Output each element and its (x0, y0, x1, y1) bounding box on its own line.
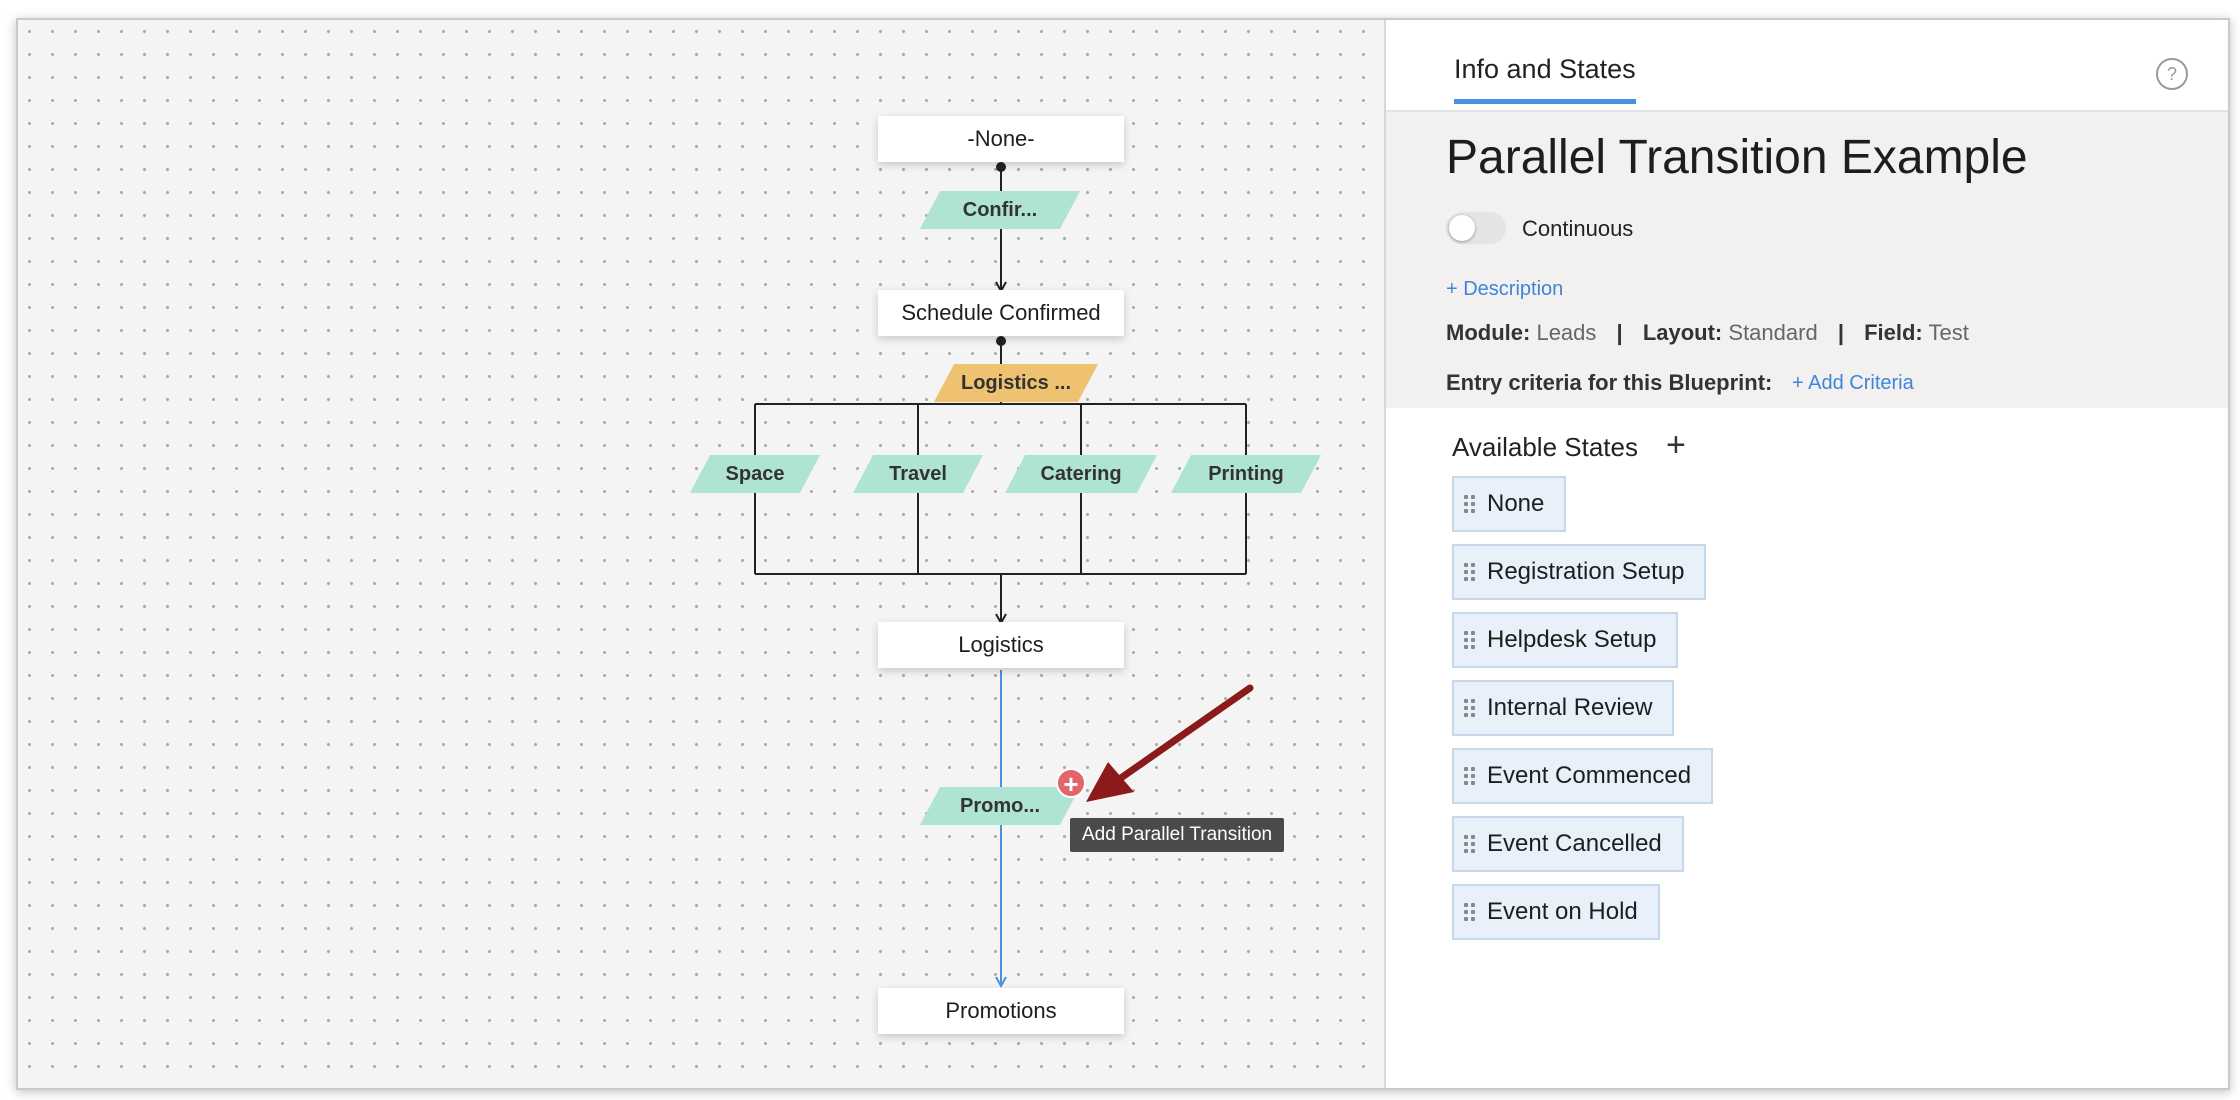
state-node-promotions[interactable]: Promotions (878, 988, 1124, 1034)
help-icon[interactable]: ? (2156, 58, 2188, 90)
transition-label: Travel (889, 462, 947, 485)
transition-label: Printing (1208, 462, 1284, 485)
state-label: Event on Hold (1487, 898, 1638, 925)
state-chip[interactable]: Registration Setup (1452, 544, 1707, 600)
blueprint-meta: Module: Leads | Layout: Standard | Field… (1446, 320, 1969, 346)
add-state-icon[interactable]: + (1666, 426, 1686, 464)
field-value: Test (1928, 320, 1969, 345)
transition-label: Space (725, 462, 785, 485)
transition-logistics-parallel[interactable]: Logistics ... (944, 364, 1088, 402)
tab-info-and-states[interactable]: Info and States (1454, 54, 1636, 104)
state-node-none[interactable]: -None- (878, 116, 1124, 162)
module-label: Module: (1446, 320, 1531, 345)
tooltip-add-parallel-transition: Add Parallel Transition (1070, 818, 1285, 852)
transition-catering[interactable]: Catering (1015, 455, 1147, 493)
state-label: Event Commenced (1487, 762, 1692, 789)
state-label: Internal Review (1487, 694, 1653, 721)
annotation-arrow-icon (1086, 684, 1254, 802)
transition-label: Logistics ... (960, 371, 1072, 394)
add-criteria-link[interactable]: + Add Criteria (1792, 372, 1914, 394)
blueprint-info-section: Parallel Transition Example Continuous +… (1386, 112, 2228, 408)
transition-label: Catering (1040, 462, 1122, 485)
blueprint-canvas[interactable]: -None- Confir... Schedule Confirmed Logi… (18, 20, 1386, 1088)
state-chip[interactable]: Event Cancelled (1452, 816, 1684, 872)
add-description-link[interactable]: + Description (1446, 278, 1564, 300)
state-label: Helpdesk Setup (1487, 626, 1657, 653)
continuous-toggle[interactable] (1446, 212, 1506, 244)
state-chip[interactable]: Internal Review (1452, 680, 1675, 736)
field-label: Field: (1864, 320, 1923, 345)
transition-confirm[interactable]: Confir... (930, 191, 1070, 229)
transition-space[interactable]: Space (700, 455, 810, 493)
drag-handle-icon[interactable] (1464, 631, 1475, 649)
transition-label: Promo... (959, 794, 1040, 817)
state-chip[interactable]: Event on Hold (1452, 884, 1660, 940)
state-chip[interactable]: Helpdesk Setup (1452, 612, 1679, 668)
available-states-title: Available States (1452, 432, 1638, 462)
blueprint-editor-window: -None- Confir... Schedule Confirmed Logi… (16, 18, 2230, 1090)
layout-value: Standard (1728, 320, 1818, 345)
blueprint-title[interactable]: Parallel Transition Example (1446, 131, 2028, 184)
drag-handle-icon[interactable] (1464, 699, 1475, 717)
state-node-logistics[interactable]: Logistics (878, 622, 1124, 668)
state-label: Registration Setup (1487, 558, 1685, 585)
plus-icon: + (1063, 769, 1079, 799)
state-chip[interactable]: Event Commenced (1452, 748, 1714, 804)
meta-separator: | (1616, 320, 1623, 345)
state-node-schedule-confirmed[interactable]: Schedule Confirmed (878, 290, 1124, 336)
module-value: Leads (1536, 320, 1597, 345)
toggle-knob (1449, 215, 1475, 241)
panel-tabbar: Info and States ? (1386, 20, 2228, 112)
info-states-panel: Info and States ? Parallel Transition Ex… (1386, 20, 2228, 1088)
transition-label: Confir... (962, 198, 1038, 221)
meta-separator: | (1837, 320, 1844, 345)
drag-handle-icon[interactable] (1464, 835, 1475, 853)
drag-handle-icon[interactable] (1464, 767, 1475, 785)
drag-handle-icon[interactable] (1464, 563, 1475, 581)
continuous-label: Continuous (1522, 216, 1634, 241)
transition-printing[interactable]: Printing (1181, 455, 1311, 493)
transition-travel[interactable]: Travel (863, 455, 973, 493)
state-label: None (1487, 490, 1545, 517)
state-label: Event Cancelled (1487, 830, 1662, 857)
layout-label: Layout: (1642, 320, 1723, 345)
state-chip[interactable]: None (1452, 476, 1567, 532)
available-states-list: None Registration Setup Helpdesk Setup I… (1452, 476, 1714, 952)
entry-criteria-label: Entry criteria for this Blueprint: (1446, 370, 1773, 395)
add-parallel-transition-button[interactable]: + (1056, 768, 1086, 798)
drag-handle-icon[interactable] (1464, 495, 1475, 513)
transition-promo[interactable]: Promo... (930, 787, 1070, 825)
flow-connectors (754, 162, 1247, 1088)
drag-handle-icon[interactable] (1464, 903, 1475, 921)
